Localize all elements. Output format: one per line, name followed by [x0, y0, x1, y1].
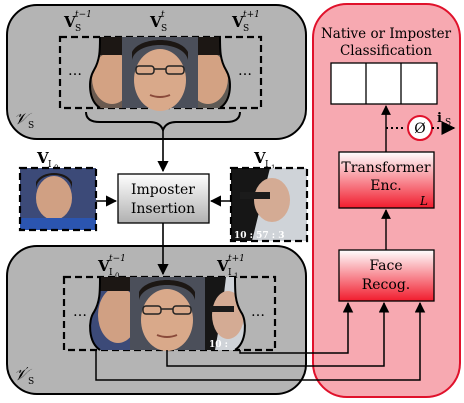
output-is-label: i S [437, 111, 451, 128]
imposter-insertion-line1: Imposter [131, 182, 195, 198]
bottom-ellipsis-right: … [251, 304, 265, 320]
imposter-insertion-block: Imposter Insertion [117, 173, 210, 224]
connector-frame-prev-to-face-recog [95, 301, 426, 381]
imposter-image-0 [18, 166, 98, 232]
label-vi0-prev: V I 0 t−1 [97, 254, 126, 280]
svg-text:S: S [75, 24, 81, 34]
imposter-image-1: 10 : 57 : 3 [229, 166, 309, 243]
svg-text:t−1: t−1 [75, 10, 92, 20]
frame-imposter-next: 10 : [205, 277, 245, 350]
svg-text:V: V [63, 13, 76, 31]
top-ellipsis-right: … [238, 63, 252, 79]
label-vs-curr: V S t [149, 10, 167, 34]
frame-source-current-mixed [130, 277, 205, 351]
svg-text:S: S [243, 24, 249, 34]
label-vi1-next: V I 1 t+1 [216, 254, 245, 280]
svg-text:t+1: t+1 [228, 254, 245, 264]
face-recog-label-line1: Face [369, 258, 402, 274]
connector-frame-next-to-face-recog [239, 301, 354, 354]
classification-title-line1: Native or Imposter [321, 26, 452, 42]
label-vs-next: V S t+1 [231, 10, 260, 34]
connector-frame-current-to-face-recog [166, 301, 390, 367]
label-vs-prime-set: 𝒱 ′ S [14, 365, 34, 387]
bottom-ellipsis-left: … [73, 304, 87, 320]
transformer-label-line2: Enc. [370, 178, 402, 194]
svg-text:V: V [149, 13, 162, 31]
classification-title-line2: Classification [340, 43, 432, 59]
svg-text:t+1: t+1 [243, 10, 260, 20]
svg-text:V: V [231, 13, 244, 31]
svg-text:1: 1 [234, 272, 238, 280]
label-vs-prev: V S t−1 [63, 10, 92, 34]
svg-text:I: I [109, 268, 113, 278]
imposter-insertion-line2: Insertion [131, 201, 195, 217]
svg-text:V: V [216, 257, 229, 275]
svg-text:t−1: t−1 [109, 254, 126, 264]
svg-text:t: t [161, 10, 165, 20]
top-ellipsis-left: … [68, 63, 82, 79]
svg-text:′: ′ [26, 365, 29, 378]
transformer-layers-label: L [419, 194, 428, 208]
svg-text:I: I [265, 160, 269, 170]
null-token-symbol: Ø [414, 121, 425, 137]
svg-text:I: I [48, 160, 52, 170]
svg-text:S: S [161, 24, 167, 34]
classification-output-boxes [330, 62, 438, 105]
svg-text:V: V [97, 257, 110, 275]
transformer-encoder-block: Transformer Enc. L [338, 151, 435, 209]
svg-text:S: S [28, 121, 34, 131]
face-recog-label-line2: Recog. [362, 277, 411, 293]
svg-text:S: S [445, 118, 451, 128]
timestamp-imposter-1: 10 : 57 : 3 [234, 231, 285, 241]
timestamp-imposter-2: 10 : [209, 340, 228, 350]
svg-text:I: I [228, 268, 232, 278]
frame-source-current [122, 37, 198, 111]
svg-text:S: S [28, 377, 34, 387]
svg-text:V: V [36, 149, 49, 167]
transformer-label-line1: Transformer [341, 160, 430, 176]
svg-text:0: 0 [115, 272, 119, 280]
svg-text:i: i [437, 111, 442, 126]
svg-text:V: V [253, 149, 266, 167]
face-recognition-block: Face Recog. [338, 249, 435, 302]
